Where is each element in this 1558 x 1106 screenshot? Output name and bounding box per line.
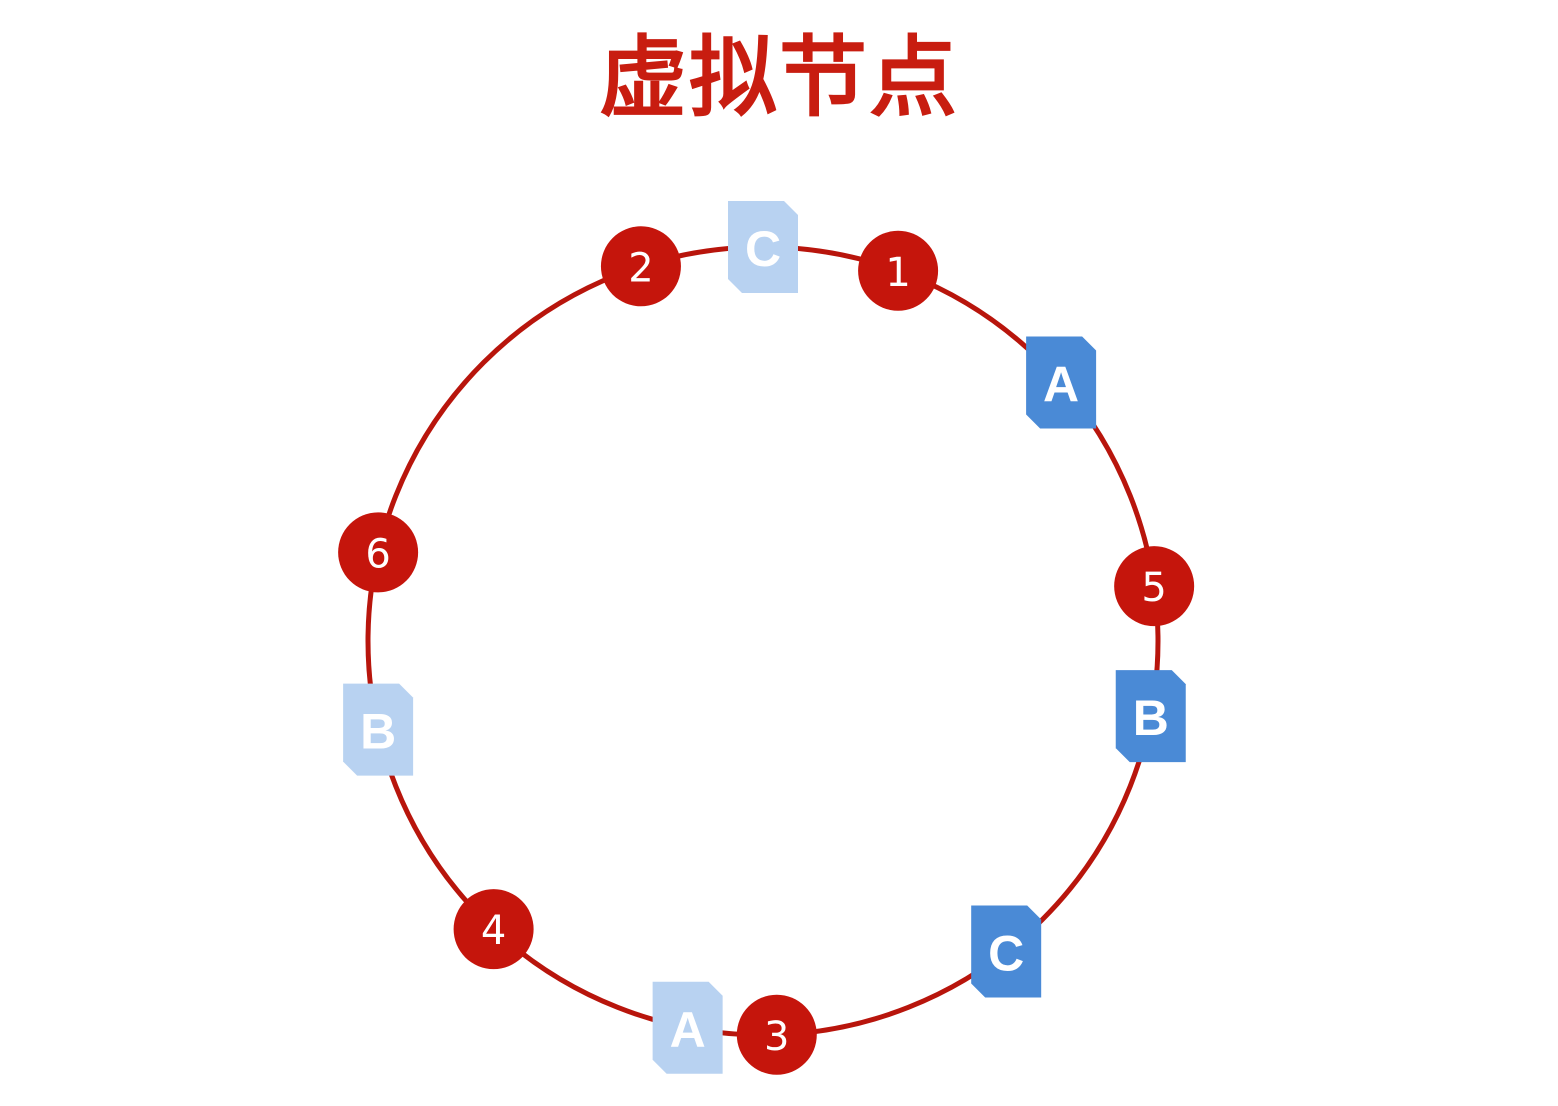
server-shape — [652, 981, 723, 1074]
server-shape — [1026, 336, 1097, 429]
server-shape — [728, 201, 798, 293]
server-label: A — [1043, 357, 1079, 413]
server-marker-virtual-b: B — [343, 683, 414, 776]
node-label: 2 — [628, 245, 653, 291]
ring-node-1: 1 — [858, 230, 939, 311]
ring-node-5: 5 — [1114, 546, 1195, 627]
server-label: C — [745, 221, 781, 277]
page-title: 虚拟节点 — [598, 26, 959, 129]
ring-node-4: 4 — [453, 889, 534, 970]
server-label: B — [1133, 690, 1169, 746]
node-circle — [338, 512, 419, 593]
server-marker-real-c: C — [971, 905, 1042, 998]
ring-node-6: 6 — [338, 512, 419, 593]
server-marker-real-b: B — [1115, 670, 1186, 763]
server-marker-virtual-a: A — [652, 981, 723, 1074]
ring-node-3: 3 — [736, 994, 817, 1075]
node-circle — [600, 226, 681, 307]
node-label: 3 — [764, 1014, 789, 1060]
server-label: C — [988, 925, 1024, 981]
node-label: 5 — [1141, 565, 1166, 611]
node-circle — [858, 230, 939, 311]
server-marker-virtual-c: C — [728, 201, 798, 293]
server-shape — [1115, 670, 1186, 763]
node-label: 1 — [885, 250, 910, 296]
server-label: A — [670, 1002, 706, 1058]
node-circle — [736, 994, 817, 1075]
node-circle — [1114, 546, 1195, 627]
node-label: 4 — [481, 908, 506, 954]
server-label: B — [360, 704, 396, 760]
node-label: 6 — [365, 531, 390, 577]
server-shape — [971, 905, 1042, 998]
server-marker-real-a: A — [1026, 336, 1097, 429]
server-shape — [343, 683, 414, 776]
ring-node-2: 2 — [600, 226, 681, 307]
node-circle — [453, 889, 534, 970]
